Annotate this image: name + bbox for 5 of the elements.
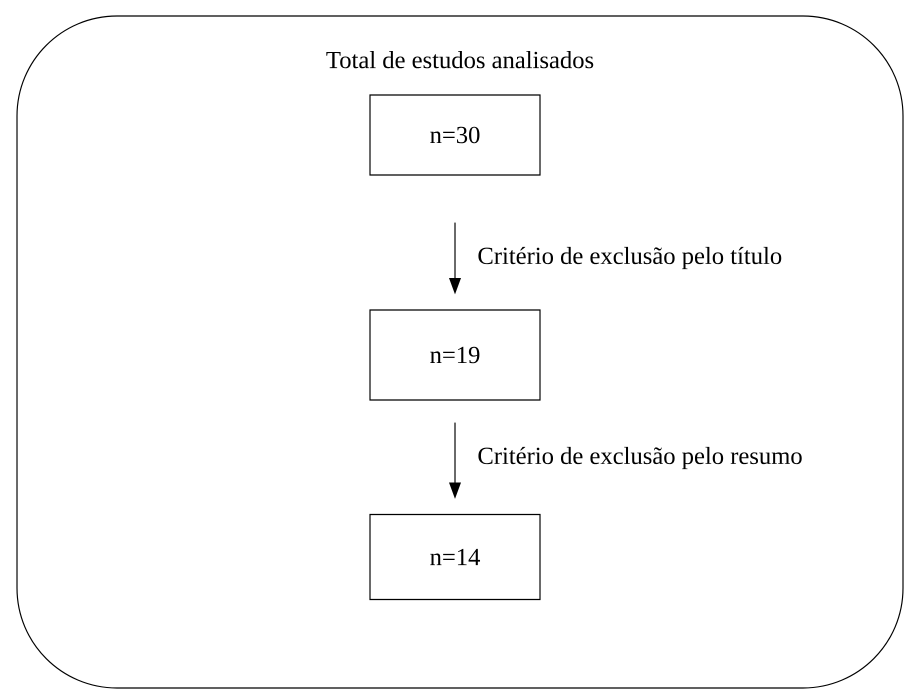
edge-label: Critério de exclusão pelo título: [476, 246, 784, 270]
process-box: n=30: [369, 94, 541, 176]
process-box: n=14: [369, 514, 541, 600]
edge-label: Critério de exclusão pelo resumo: [476, 446, 804, 470]
process-box: n=19: [369, 309, 541, 401]
